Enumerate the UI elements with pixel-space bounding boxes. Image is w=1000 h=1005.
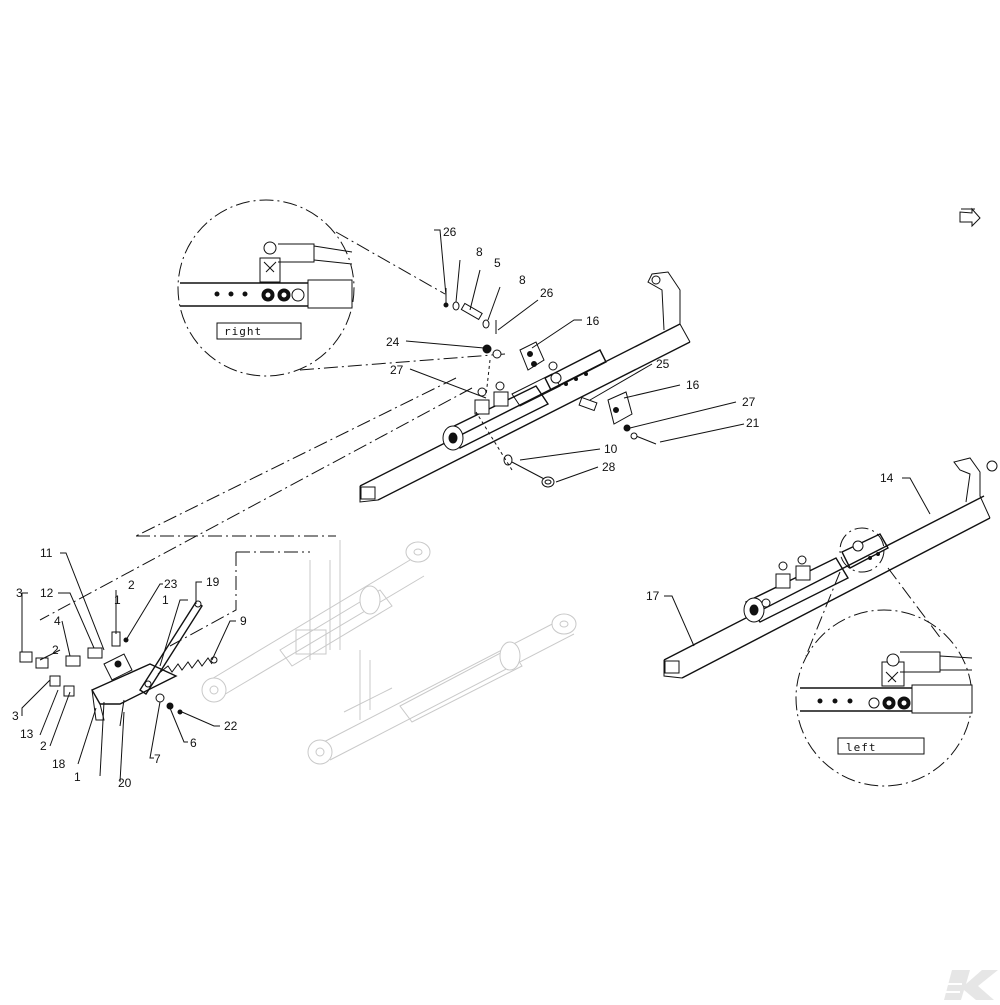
part-number: 3	[16, 586, 23, 600]
part-number: 25	[656, 357, 670, 371]
part-number: 24	[386, 335, 400, 349]
detail-circle-right: right	[177, 199, 506, 377]
main-beam-assembly	[359, 271, 691, 503]
part-number: 5	[494, 256, 501, 270]
ghost-cylinders	[201, 540, 577, 765]
exploded-hardware-top	[443, 288, 657, 488]
brand-k-logo-icon	[942, 970, 998, 1000]
part-number: 27	[390, 363, 404, 377]
part-number: 11	[40, 546, 53, 560]
part-number: 4	[54, 614, 61, 628]
detail-label-left: left	[846, 741, 877, 754]
part-number: 1	[114, 593, 121, 607]
right-beam-assembly	[663, 457, 998, 679]
part-number: 20	[118, 776, 132, 790]
part-number: 6	[190, 736, 197, 750]
part-number: 7	[154, 752, 161, 766]
part-number: 12	[40, 586, 54, 600]
leader-lines	[21, 229, 931, 783]
right-detail-beam	[180, 241, 353, 309]
part-number: 18	[52, 757, 66, 771]
part-number: 14	[880, 471, 894, 485]
detail-label-right: right	[224, 325, 262, 338]
part-number: 9	[240, 614, 247, 628]
part-number: 2	[40, 739, 47, 753]
part-number: 13	[20, 727, 34, 741]
part-number: 28	[602, 460, 616, 474]
part-number: 26	[540, 286, 554, 300]
part-number-labels: 26 8 5 8 26 24 27 16 25 16 27 21 10 28 1…	[12, 225, 894, 790]
part-number: 16	[586, 314, 600, 328]
part-number: 8	[519, 273, 526, 287]
part-number: 19	[206, 575, 220, 589]
part-number: 21	[746, 416, 760, 430]
part-number: 17	[646, 589, 660, 603]
part-number: 8	[476, 245, 483, 259]
valve-assembly	[19, 600, 218, 727]
detail-label-box-right	[216, 322, 302, 340]
part-number: 16	[686, 378, 700, 392]
part-number: 1	[162, 593, 169, 607]
part-number: 1	[74, 770, 81, 784]
left-detail-beam	[800, 651, 973, 714]
part-number: 2	[128, 578, 135, 592]
part-number: 22	[224, 719, 238, 733]
assembly-chain-lines	[39, 377, 473, 647]
part-number: 3	[12, 709, 19, 723]
detail-label-box-left	[837, 737, 925, 755]
part-number: 27	[742, 395, 756, 409]
detail-circle-left: left	[795, 567, 973, 787]
part-number: 10	[604, 442, 618, 456]
part-number: 23	[164, 577, 178, 591]
part-number: 26	[443, 225, 457, 239]
part-number: 2	[52, 643, 59, 657]
nav-arrow-icon[interactable]	[959, 207, 981, 228]
